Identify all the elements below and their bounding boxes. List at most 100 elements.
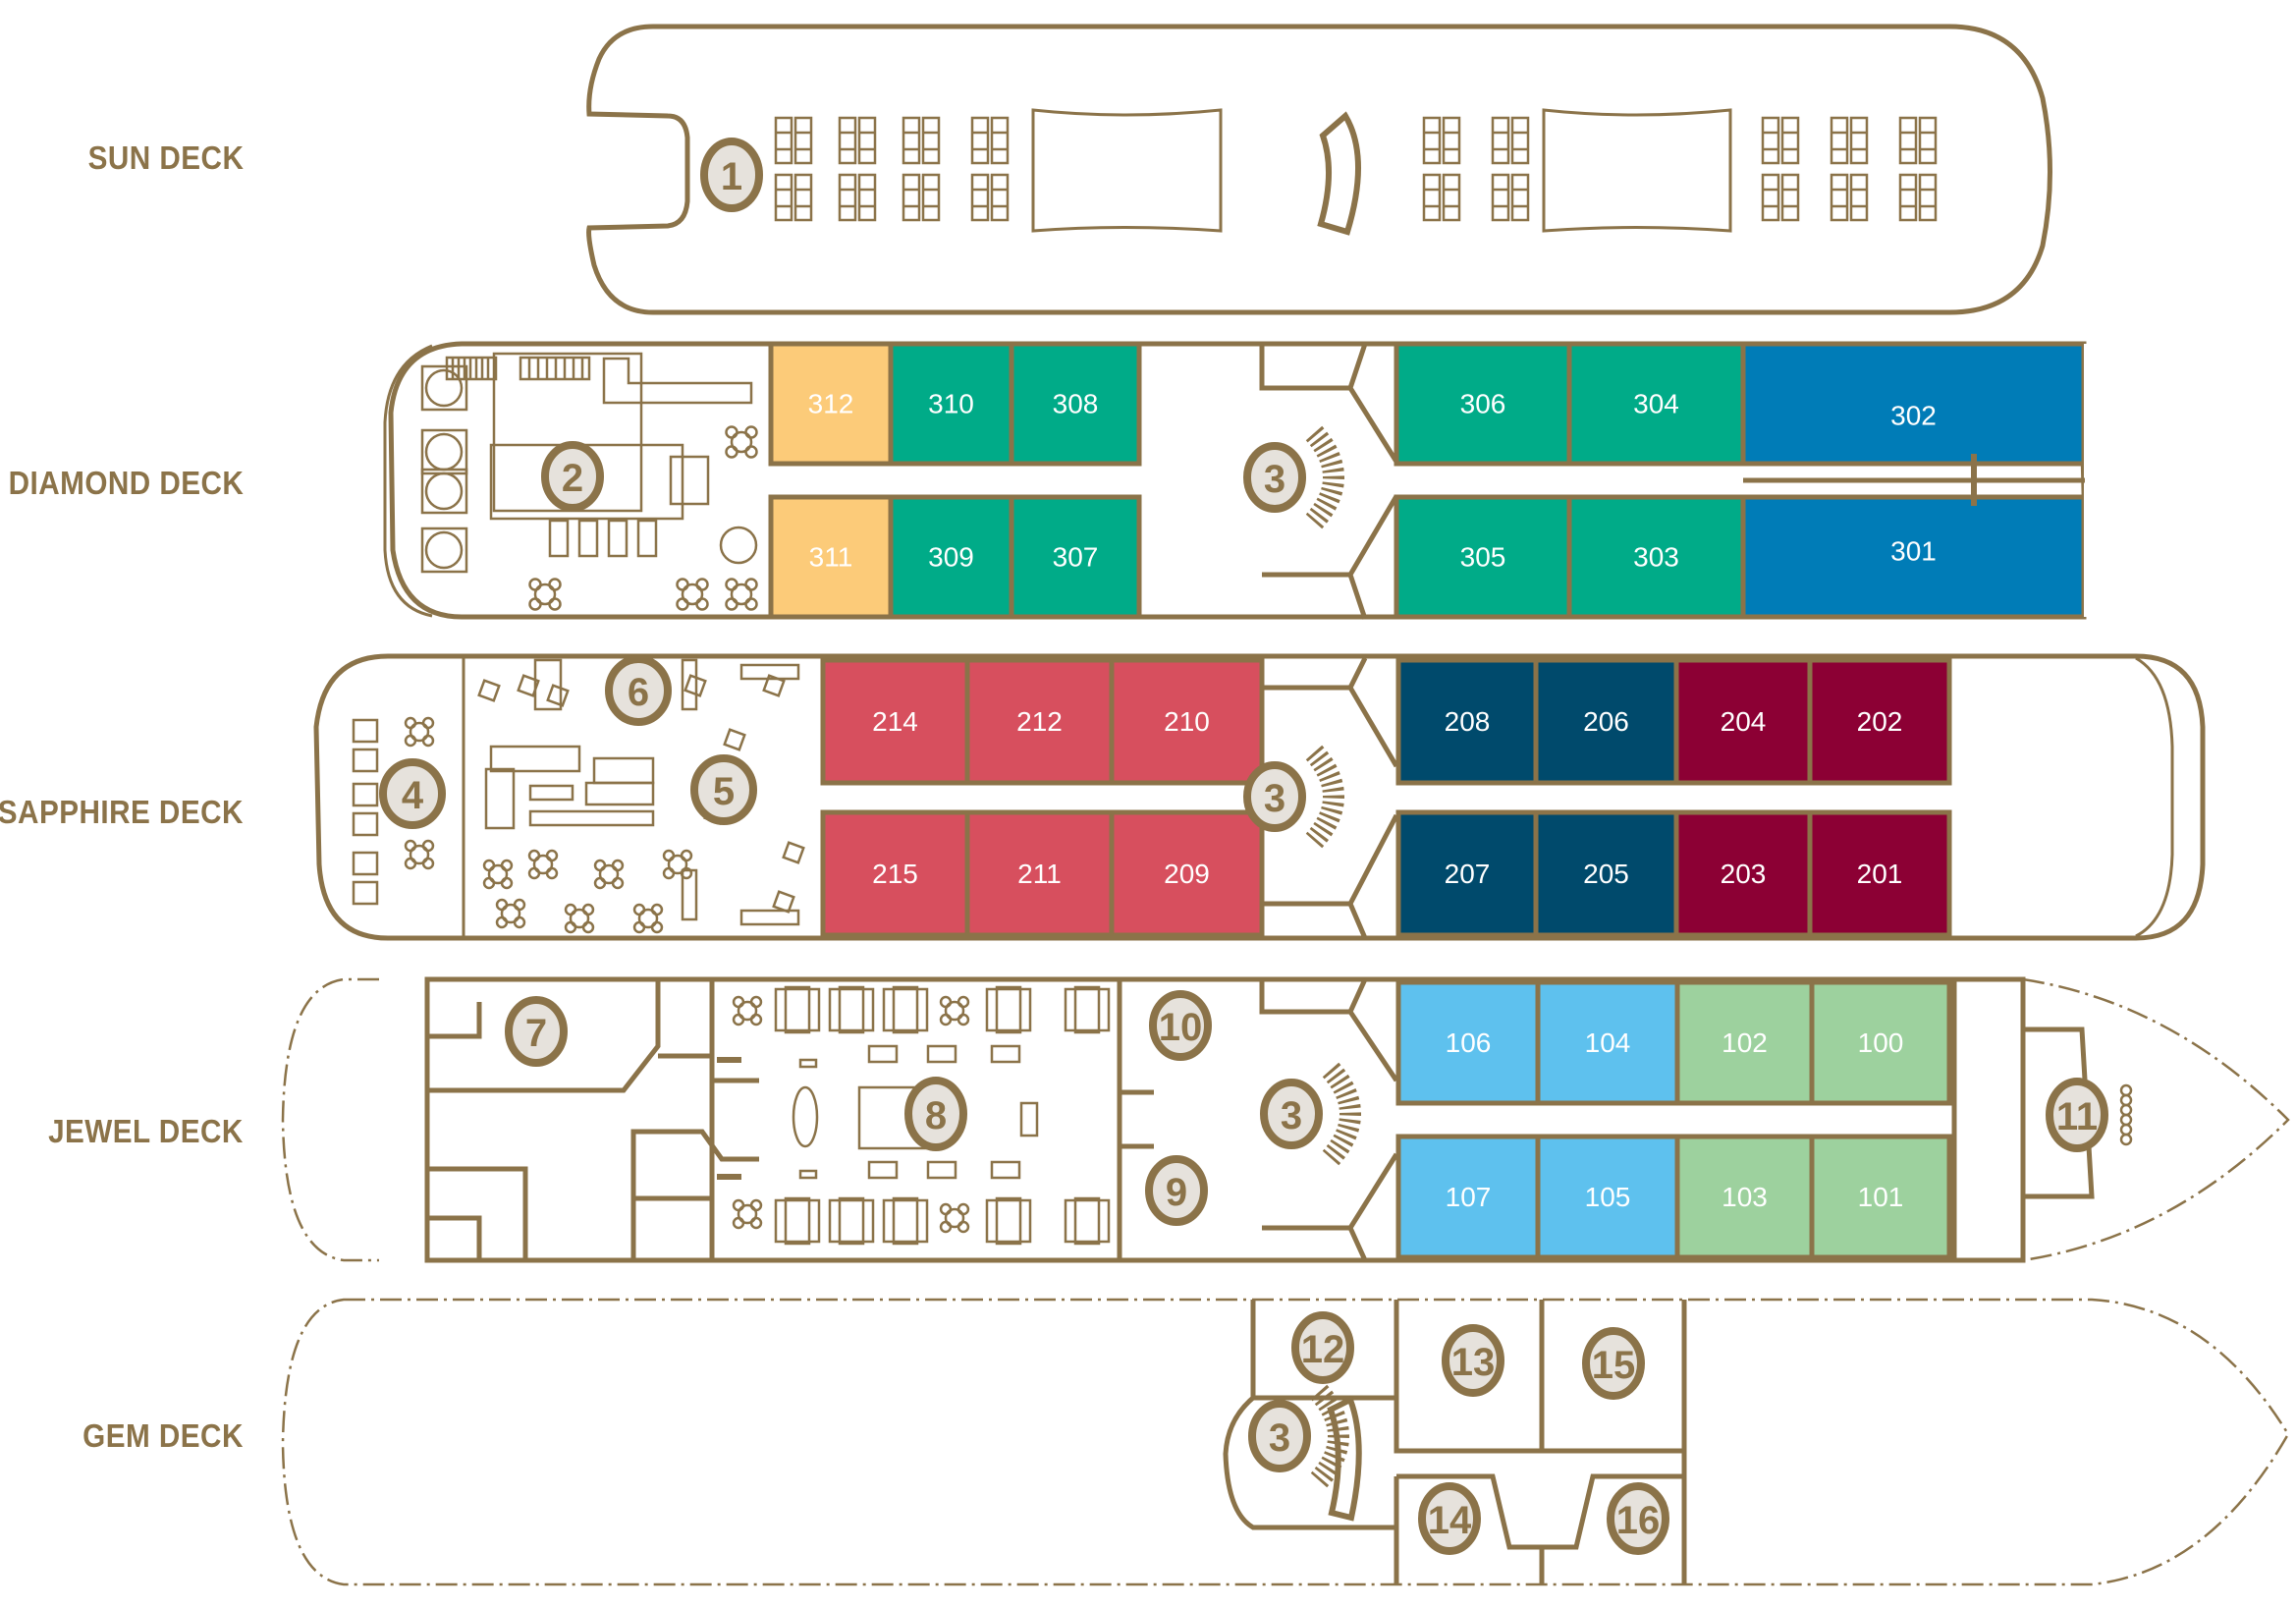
- cabin-209[interactable]: 209: [1109, 809, 1265, 938]
- cabin-number: 208: [1445, 706, 1491, 737]
- location-badge-16[interactable]: 16: [1607, 1482, 1669, 1555]
- cabin-number: 306: [1460, 389, 1506, 419]
- sun-lounger-icon: [1849, 116, 1869, 165]
- table-with-chairs-icon: [725, 425, 758, 459]
- location-badge-7[interactable]: 7: [505, 996, 568, 1067]
- sun-lounger-icon: [1510, 116, 1530, 165]
- cabin-number: 207: [1445, 859, 1491, 889]
- location-badge-12[interactable]: 12: [1291, 1311, 1354, 1384]
- cabin-310[interactable]: 310: [888, 341, 1014, 467]
- location-badge-6[interactable]: 6: [605, 655, 672, 726]
- cabin-203[interactable]: 203: [1673, 809, 1813, 938]
- cabin-303[interactable]: 303: [1566, 494, 1746, 620]
- jewel-deck-hull: [424, 976, 2026, 1263]
- cabin-204[interactable]: 204: [1673, 657, 1813, 786]
- oval-table-icon: [792, 1085, 819, 1148]
- cabin-number: 203: [1721, 859, 1767, 889]
- cabin-107[interactable]: 107: [1395, 1134, 1541, 1260]
- cabin-205[interactable]: 205: [1533, 809, 1679, 938]
- jewel-deck-bow-outline: [281, 977, 379, 1262]
- cabin-306[interactable]: 306: [1394, 341, 1572, 467]
- sun-lounger-icon: [990, 173, 1010, 222]
- cabin-312[interactable]: 312: [768, 341, 894, 467]
- cabin-number: 308: [1053, 389, 1099, 419]
- cabin-fill: [1807, 809, 1952, 938]
- badge-number: 16: [1616, 1499, 1661, 1542]
- sun-lounger-icon: [857, 173, 877, 222]
- cabin-215[interactable]: 215: [820, 809, 970, 938]
- cabin-305[interactable]: 305: [1394, 494, 1572, 620]
- location-badge-4[interactable]: 4: [379, 758, 446, 829]
- cabin-104[interactable]: 104: [1535, 979, 1680, 1106]
- sun-loungers: [774, 116, 1938, 222]
- location-badge-3[interactable]: 3: [1243, 425, 1344, 529]
- cabin-106[interactable]: 106: [1395, 979, 1541, 1106]
- location-badge-3[interactable]: 3: [1243, 745, 1344, 849]
- cabin-207[interactable]: 207: [1395, 809, 1539, 938]
- cabin-201[interactable]: 201: [1807, 809, 1952, 938]
- cabin-212[interactable]: 212: [964, 657, 1115, 786]
- badge-number: 9: [1166, 1171, 1187, 1214]
- cabin-304[interactable]: 304: [1566, 341, 1746, 467]
- cabin-214[interactable]: 214: [820, 657, 970, 786]
- cabin-307[interactable]: 307: [1009, 494, 1142, 620]
- deck-label-sapphire: SAPPHIRE DECK: [0, 794, 244, 830]
- cabin-206[interactable]: 206: [1533, 657, 1679, 786]
- location-badge-3[interactable]: 3: [1248, 1384, 1349, 1488]
- sun-lounger-icon: [1898, 173, 1918, 222]
- location-badge-10[interactable]: 10: [1149, 990, 1212, 1061]
- cabin-105[interactable]: 105: [1535, 1134, 1680, 1260]
- table-with-chairs-icon: [404, 716, 435, 748]
- dining-table-icon: [774, 1198, 821, 1244]
- sun-lounger-icon: [921, 173, 941, 222]
- cabin-308[interactable]: 308: [1009, 341, 1142, 467]
- cabin-309[interactable]: 309: [888, 494, 1014, 620]
- cabin-101[interactable]: 101: [1809, 1134, 1952, 1260]
- cabin-number: 206: [1583, 706, 1629, 737]
- location-badge-2[interactable]: 2: [541, 441, 604, 512]
- location-badge-8[interactable]: 8: [904, 1077, 967, 1151]
- dining-table-icon: [985, 1198, 1032, 1244]
- dining-table-icon: [882, 987, 929, 1032]
- location-badge-15[interactable]: 15: [1582, 1327, 1645, 1400]
- location-badge-9[interactable]: 9: [1145, 1155, 1208, 1226]
- cabin-302[interactable]: 302: [1740, 341, 2087, 467]
- cabin-301[interactable]: 301: [1740, 494, 2087, 620]
- location-badge-1[interactable]: 1: [700, 138, 763, 212]
- cabin-202[interactable]: 202: [1807, 657, 1952, 786]
- location-badge-13[interactable]: 13: [1442, 1324, 1504, 1397]
- sun-lounger-icon: [1491, 116, 1510, 165]
- sun-lounger-icon: [1780, 173, 1800, 222]
- sun-lounger-icon: [1491, 173, 1510, 222]
- badge-number: 8: [925, 1094, 947, 1137]
- cabin-number: 312: [808, 389, 854, 419]
- location-badge-5[interactable]: 5: [690, 754, 757, 825]
- cabin-number: 100: [1858, 1027, 1904, 1058]
- location-badge-11[interactable]: 11: [2046, 1078, 2108, 1152]
- cabin-100[interactable]: 100: [1809, 979, 1952, 1106]
- cabin-311[interactable]: 311: [768, 494, 894, 620]
- table-with-chairs-icon: [564, 903, 595, 934]
- cabin-102[interactable]: 102: [1674, 979, 1815, 1106]
- cabin-number: 215: [872, 859, 918, 889]
- sun-lounger-icon: [1918, 116, 1938, 165]
- sun-lounger-icon: [1761, 116, 1780, 165]
- cabin-number: 307: [1053, 542, 1099, 573]
- sun-lounger-icon: [902, 173, 921, 222]
- table-with-chairs-icon: [528, 578, 562, 611]
- cabin-103[interactable]: 103: [1674, 1134, 1815, 1260]
- location-badge-3[interactable]: 3: [1260, 1062, 1361, 1166]
- sun-lounger-icon: [838, 116, 857, 165]
- cabin-211[interactable]: 211: [964, 809, 1115, 938]
- staircase-icon: [1310, 1384, 1349, 1488]
- cabin-number: 204: [1721, 706, 1767, 737]
- badge-circle-icon: [1248, 1400, 1311, 1472]
- diamond-deck-bow-rail: [383, 344, 433, 618]
- badge-number: 3: [1281, 1094, 1302, 1137]
- cabin-number: 214: [872, 706, 918, 737]
- cabin-208[interactable]: 208: [1395, 657, 1539, 786]
- location-badge-14[interactable]: 14: [1418, 1482, 1481, 1555]
- cabin-210[interactable]: 210: [1109, 657, 1265, 786]
